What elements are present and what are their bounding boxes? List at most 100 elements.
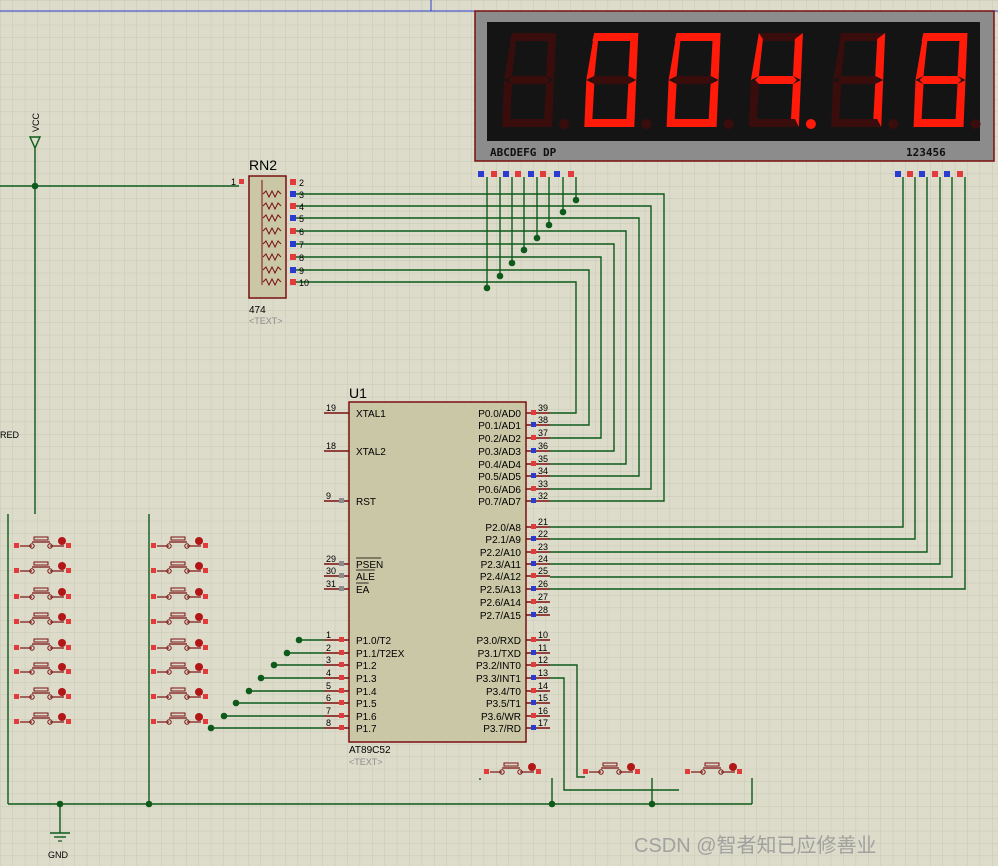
junction-dot: [56, 800, 64, 808]
u1-pin-name: P0.1/AD1: [478, 421, 521, 432]
u1-pin-number: 1: [326, 630, 331, 640]
push-button[interactable]: [151, 561, 208, 574]
u1-pin-name: XTAL2: [356, 447, 386, 458]
display-pin: [503, 171, 509, 177]
push-button[interactable]: [151, 536, 208, 549]
u1-pin-name: P3.1/TXD: [478, 649, 521, 660]
u1-pin-number: 32: [538, 491, 548, 501]
seven-segment-display[interactable]: ABCDEFG DP 123456: [474, 10, 995, 177]
push-button[interactable]: [14, 662, 71, 675]
rn2-pin-number: 8: [299, 253, 304, 263]
u1-pin-name: P1.4: [356, 687, 377, 698]
u1-pin-number: 5: [326, 681, 331, 691]
push-button[interactable]: [151, 612, 208, 625]
u1-pin-name: P1.3: [356, 674, 377, 685]
u1-pin-name: P0.0/AD0: [478, 409, 521, 420]
rn2-text: <TEXT>: [249, 316, 283, 326]
u1-pin-name: P1.2: [356, 661, 377, 672]
u1-pin-name: P2.6/A14: [480, 598, 522, 609]
wire-layer: [0, 148, 966, 833]
u1-pin-name: RST: [356, 497, 376, 508]
u1-part: AT89C52: [349, 745, 391, 756]
u1-pin-number: 6: [326, 693, 331, 703]
u1-pin-number: 30: [326, 566, 336, 576]
push-button[interactable]: [14, 612, 71, 625]
junction-dot: [207, 724, 215, 732]
u1-pin-number: 2: [326, 643, 331, 653]
display-digit: [913, 33, 981, 129]
u1-pin-number: 21: [538, 517, 548, 527]
u1-pin-number: 26: [538, 579, 548, 589]
u1-pin-name: PSEN: [356, 560, 383, 571]
u1-pin-name: P1.6: [356, 712, 377, 723]
display-pin: [491, 171, 497, 177]
display-digit: [502, 33, 569, 129]
u1-pin-number: 17: [538, 718, 548, 728]
u1-pin-name: P1.1/T2EX: [356, 649, 405, 660]
junction-dot: [572, 196, 580, 204]
rn2-pin-number: 2: [299, 178, 304, 188]
u1-pin-number: 38: [538, 415, 548, 425]
u1-pin-name: P1.7: [356, 724, 377, 735]
display-pin: [554, 171, 560, 177]
push-button[interactable]: [151, 662, 208, 675]
u1-pin-number: 11: [538, 643, 547, 653]
u1-pin-name: P0.3/AD3: [478, 447, 521, 458]
u1-pin-number: 10: [538, 630, 548, 640]
junction-dot: [295, 636, 303, 644]
push-button[interactable]: [484, 762, 541, 775]
push-button[interactable]: [14, 712, 71, 725]
u1-text: <TEXT>: [349, 757, 383, 767]
u1-pin-number: 35: [538, 454, 548, 464]
push-button[interactable]: [151, 638, 208, 651]
display-pin: [907, 171, 913, 177]
display-digit: [666, 33, 734, 129]
u1-pin-number: 4: [326, 668, 331, 678]
gnd-terminal: GND: [48, 832, 70, 860]
rn2-pin-number: 10: [299, 278, 309, 288]
u1-pin-name: P3.4/T0: [486, 687, 521, 698]
push-button[interactable]: [151, 687, 208, 700]
push-button[interactable]: [14, 687, 71, 700]
u1-pin-name: P2.2/A10: [480, 548, 522, 559]
junction-dot: [257, 674, 265, 682]
u1-pin-number: 8: [326, 718, 331, 728]
pushbutton-group[interactable]: [14, 536, 742, 775]
display-pin: [919, 171, 925, 177]
push-button[interactable]: [685, 762, 742, 775]
u1-pin-number: 31: [326, 579, 336, 589]
push-button[interactable]: [14, 561, 71, 574]
u1-pin-name: P0.5/AD5: [478, 472, 521, 483]
u1-pin-number: 27: [538, 592, 548, 602]
u1-pin-number: 13: [538, 668, 548, 678]
push-button[interactable]: [151, 587, 208, 600]
u1-pin-name: P2.7/A15: [480, 611, 522, 622]
junction-dot: [31, 182, 39, 190]
red-net-label: RED: [0, 430, 20, 440]
push-button[interactable]: [14, 638, 71, 651]
display-pin: [944, 171, 950, 177]
junction-dot: [496, 272, 504, 280]
junction-dot: [545, 221, 553, 229]
u1-pin-name: EA: [356, 585, 370, 596]
rn2-pin-number: 6: [299, 227, 304, 237]
display-pin: [568, 171, 574, 177]
u1-pin-name: P3.0/RXD: [477, 636, 521, 647]
vcc-label: VCC: [31, 112, 41, 132]
junction-dot: [648, 800, 656, 808]
u1-pin-number: 39: [538, 403, 548, 413]
gnd-label: GND: [48, 850, 69, 860]
display-pin: [957, 171, 963, 177]
display-digit: [584, 33, 652, 129]
junction-dot: [232, 699, 240, 707]
push-button[interactable]: [583, 762, 640, 775]
push-button[interactable]: [14, 587, 71, 600]
push-button[interactable]: [151, 712, 208, 725]
display-digit: [831, 33, 899, 129]
u1-pin-number: 18: [326, 441, 336, 451]
display-pin: [478, 171, 484, 177]
microcontroller-u1[interactable]: U1 19XTAL118XTAL29RST29PSEN30ALE31EA1P1.…: [324, 385, 550, 767]
push-button[interactable]: [14, 536, 71, 549]
